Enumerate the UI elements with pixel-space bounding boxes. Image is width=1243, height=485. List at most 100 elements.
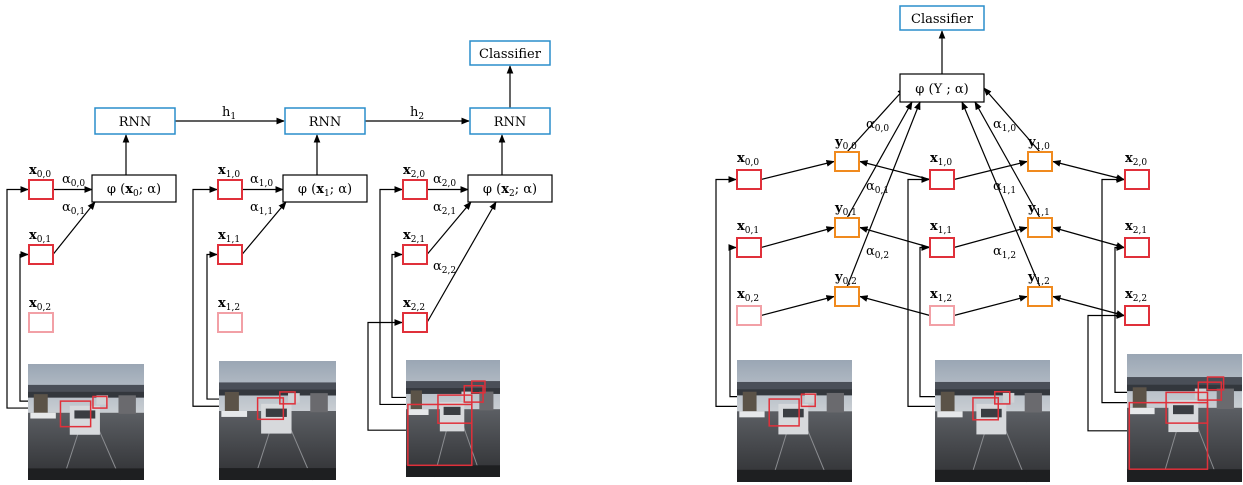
right-edge-y1-phi-2	[961, 101, 1041, 288]
right-edge-y1-x2-2	[1052, 295, 1125, 317]
right-node-label-x-2-0: x2,0	[1125, 151, 1147, 168]
left-node-x-1-1	[217, 244, 243, 265]
right-node-y-0-1	[834, 217, 860, 238]
left-edge-alpha-2-2	[426, 201, 497, 323]
right-edge-x0-y0-0	[760, 160, 835, 181]
left-edge-alpha-2-1	[426, 201, 472, 255]
left-rnn-label-2: RNN	[494, 115, 527, 130]
right-node-label-x-1-2: x1,2	[930, 287, 952, 304]
right-edge-y1-x2-1	[1052, 226, 1125, 249]
right-phi-label: φ (Y ; α)	[915, 82, 968, 97]
left-rnn-box-0	[94, 107, 176, 135]
right-alpha-label-3: α1,0	[993, 117, 1016, 134]
right-node-y-1-0	[1027, 151, 1053, 172]
right-node-label-x-1-1: x1,1	[930, 219, 952, 236]
left-phi-box-2	[467, 174, 553, 203]
left-node-x-1-0	[217, 179, 243, 200]
right-frame-photo-2	[1127, 354, 1242, 483]
left-rnn-label-0: RNN	[119, 115, 152, 130]
right-node-label-x-1-0: x1,0	[930, 151, 952, 168]
left-node-x-0-0	[28, 179, 54, 200]
left-node-label-2-0: x2,0	[403, 163, 425, 180]
left-edge-alpha-0-1	[52, 201, 96, 255]
left-node-label-1-0: x1,0	[218, 163, 240, 180]
right-node-label-x-0-0: x0,0	[737, 151, 759, 168]
right-frame-photo-1	[935, 360, 1050, 483]
left-rnn-label-1: RNN	[309, 115, 342, 130]
right-edge-y0-phi-1	[846, 101, 913, 219]
right-node-label-y-1-2: y1,2	[1027, 270, 1050, 287]
left-rnn-box-1	[284, 107, 366, 135]
right-node-label-y-1-1: y1,1	[1027, 201, 1050, 218]
left-node-x-1-2	[217, 312, 243, 333]
right-node-x-2-1	[1124, 237, 1150, 258]
left-node-label-0-2: x0,2	[29, 296, 51, 313]
left-node-x-2-2	[402, 312, 428, 333]
right-alpha-label-5: α1,2	[993, 244, 1016, 261]
right-node-label-y-0-0: y0,0	[834, 135, 857, 152]
right-edge-x1-y0-0	[859, 160, 931, 181]
left-phi-box-0	[91, 174, 177, 203]
left-alpha-label-1: α0,1	[62, 200, 85, 217]
left-alpha-label-4: α2,0	[433, 172, 456, 189]
right-node-label-x-0-1: x0,1	[737, 219, 759, 236]
right-node-label-y-0-1: y0,1	[834, 201, 857, 218]
right-edge-y0-phi-0	[846, 87, 906, 153]
left-alpha-label-3: α1,1	[250, 200, 273, 217]
right-node-label-y-0-2: y0,2	[834, 270, 857, 287]
left-node-label-2-2: x2,2	[403, 296, 425, 313]
left-node-x-2-1	[402, 244, 428, 265]
left-phi-box-1	[282, 174, 368, 203]
right-edge-y1-phi-1	[974, 101, 1041, 219]
right-node-x-0-2	[736, 305, 762, 326]
hidden-label-h1: h1	[222, 105, 236, 122]
right-node-label-x-2-1: x2,1	[1125, 219, 1147, 236]
right-node-y-0-0	[834, 151, 860, 172]
right-node-label-x-0-2: x0,2	[737, 287, 759, 304]
right-edge-y1-x2-0	[1052, 160, 1125, 181]
left-classifier-label: Classifier	[479, 47, 542, 62]
road-photos	[28, 354, 1242, 483]
right-edge-y1-phi-0	[983, 87, 1041, 153]
left-node-label-1-2: x1,2	[218, 296, 240, 313]
right-edge-x0-y0-2	[760, 295, 835, 317]
right-edge-x0-y0-1	[760, 226, 835, 249]
left-alpha-label-2: α1,0	[250, 172, 273, 189]
left-node-label-0-0: x0,0	[29, 163, 51, 180]
right-node-x-2-0	[1124, 169, 1150, 190]
left-node-label-0-1: x0,1	[29, 228, 51, 245]
right-edge-y0-phi-2	[846, 101, 921, 288]
right-node-x-0-1	[736, 237, 762, 258]
left-node-label-1-1: x1,1	[218, 228, 240, 245]
right-edge-x1-y0-2	[859, 295, 931, 317]
left-node-x-0-2	[28, 312, 54, 333]
left-node-x-2-0	[402, 179, 428, 200]
right-node-label-y-1-0: y1,0	[1027, 135, 1050, 152]
hidden-label-h2: h2	[410, 105, 424, 122]
left-phi-label-1: φ (x1; α)	[298, 182, 352, 199]
diagram-boxes	[28, 5, 1150, 333]
left-rnn-box-2	[469, 107, 551, 135]
right-node-x-1-1	[929, 237, 955, 258]
left-alpha-label-5: α2,1	[433, 200, 456, 217]
right-node-x-0-0	[736, 169, 762, 190]
right-classifier-label: Classifier	[911, 12, 974, 27]
left-node-label-2-1: x2,1	[403, 228, 425, 245]
right-alpha-label-2: α0,2	[866, 244, 889, 261]
right-node-y-1-2	[1027, 286, 1053, 307]
right-edge-x1-y1-2	[953, 295, 1028, 317]
left-classifier-box	[469, 40, 551, 66]
left-frame-photo-1	[219, 361, 336, 481]
right-node-y-0-2	[834, 286, 860, 307]
left-edge-alpha-1-1	[241, 201, 287, 255]
left-phi-label-0: φ (x0; α)	[107, 182, 161, 199]
left-phi-label-2: φ (x2; α)	[483, 182, 537, 199]
left-frame-photo-0	[28, 364, 144, 481]
right-frame-photo-0	[737, 360, 852, 483]
right-node-label-x-2-2: x2,2	[1125, 287, 1147, 304]
right-alpha-label-4: α1,1	[993, 179, 1016, 196]
right-alpha-label-0: α0,0	[866, 117, 889, 134]
right-edge-x1-y0-1	[859, 226, 931, 249]
